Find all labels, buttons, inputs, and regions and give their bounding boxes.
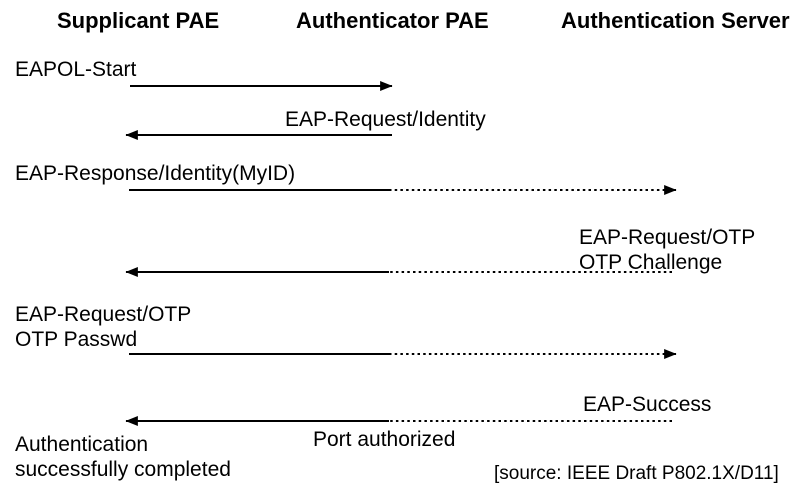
eap-request-otp-label-line1: EAP-Request/OTP <box>579 226 756 249</box>
eap-request-otp-label: EAP-Request/OTP OTP Challenge <box>579 225 755 275</box>
completion-note: Authentication successfully completed <box>15 432 231 482</box>
column-header-authenticator-pae: Authenticator PAE <box>296 8 489 33</box>
port-authorized-label: Port authorized <box>313 428 456 451</box>
completion-note-line1: Authentication <box>15 433 149 456</box>
eap-response-otp-label-line2: OTP Passwd <box>15 328 138 351</box>
source-citation: [source: IEEE Draft P802.1X/D11] <box>494 463 779 484</box>
completion-note-line2: successfully completed <box>15 458 231 481</box>
eapol-start-label: EAPOL-Start <box>15 58 137 81</box>
column-header-authentication-server: Authentication Server <box>561 8 790 33</box>
eap-response-otp-label-line1: EAP-Request/OTP <box>15 303 192 326</box>
eap-request-otp-label-line2: OTP Challenge <box>579 251 723 274</box>
eap-request-identity-label: EAP-Request/Identity <box>285 108 486 131</box>
column-header-supplicant-pae: Supplicant PAE <box>57 8 220 33</box>
eap-response-otp-label: EAP-Request/OTP OTP Passwd <box>15 302 191 352</box>
eap-response-identity-label: EAP-Response/Identity(MyID) <box>15 162 296 185</box>
eap-success-label: EAP-Success <box>583 393 712 416</box>
